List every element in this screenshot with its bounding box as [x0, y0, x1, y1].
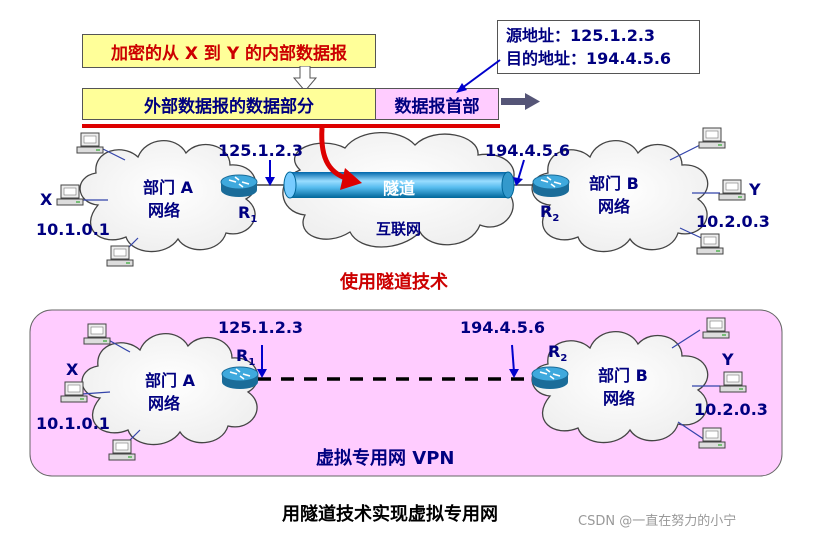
- inner-packet-label: 加密的从 X 到 Y 的内部数据报: [110, 43, 348, 64]
- vpn-dept-a-label-1: 部门 A: [145, 371, 195, 390]
- host-y-icon: [719, 371, 747, 393]
- vpn-ip-y-label: 10.2.0.3: [694, 400, 768, 419]
- vpn-router-r1-icon: [221, 366, 259, 390]
- vpn-host-y-label: Y: [722, 350, 734, 369]
- tunnel-label: 隧道: [383, 179, 416, 198]
- router-r2-icon: [532, 174, 570, 198]
- top-r2-label: R2: [540, 202, 560, 225]
- destination-address: 目的地址：194.4.5.6: [506, 49, 672, 68]
- vpn-ip-pointer-arrow-r2: [509, 344, 519, 378]
- tunnel-caption: 使用隧道技术: [340, 272, 448, 293]
- vpn-r2-label: R2: [548, 342, 568, 365]
- ip-pointer-arrow-r1: [265, 160, 275, 186]
- host-icon: [106, 245, 134, 267]
- vpn-ip-x-label: 10.1.0.1: [36, 414, 110, 433]
- inner-packet-box: 加密的从 X 到 Y 的内部数据报: [82, 34, 376, 68]
- host-icon: [698, 427, 726, 449]
- encapsulate-arrow-icon: [292, 66, 318, 92]
- forward-arrow-icon: [501, 93, 540, 110]
- vpn-ip-r2-label: 194.4.5.6: [460, 318, 546, 337]
- address-pointer-line: [457, 59, 501, 92]
- internet-label: 互联网: [376, 220, 422, 238]
- outer-header-box: 数据报首部: [375, 88, 499, 120]
- top-dept-a-label-1: 部门 A: [143, 178, 193, 197]
- host-y-icon: [718, 179, 746, 201]
- red-curved-arrow: [319, 127, 362, 190]
- outer-data-label: 外部数据报的数据部分: [144, 96, 314, 117]
- outer-header-label: 数据报首部: [394, 96, 480, 117]
- host-x-icon: [56, 184, 84, 206]
- host-icon: [76, 132, 104, 154]
- host-x-icon: [60, 381, 88, 403]
- top-host-x-label: X: [40, 190, 53, 209]
- top-ip-r1-label: 125.1.2.3: [218, 141, 304, 160]
- ip-pointer-arrow-r2: [513, 159, 525, 186]
- vpn-host-x-label: X: [66, 360, 79, 379]
- host-icon: [108, 439, 136, 461]
- outer-data-box: 外部数据报的数据部分: [82, 88, 376, 120]
- host-icon: [698, 127, 726, 149]
- top-ip-x-label: 10.1.0.1: [36, 220, 110, 239]
- vpn-r1-label: R1: [236, 346, 256, 369]
- host-icon: [696, 233, 724, 255]
- tunnel-tube: [283, 171, 515, 199]
- watermark: CSDN @一直在努力的小宁: [578, 514, 737, 529]
- top-host-y-label: Y: [749, 180, 761, 199]
- vpn-dept-b-label-2: 网络: [603, 389, 636, 408]
- top-ip-y-label: 10.2.0.3: [696, 212, 770, 231]
- vpn-router-r2-icon: [531, 366, 569, 390]
- vpn-ip-pointer-arrow-r1: [257, 345, 267, 378]
- vpn-dept-a-label-2: 网络: [148, 394, 181, 413]
- top-dept-a-label-2: 网络: [148, 201, 181, 220]
- vpn-caption: 虚拟专用网 VPN: [316, 448, 455, 469]
- vpn-ip-r1-label: 125.1.2.3: [218, 318, 304, 337]
- host-icon: [83, 323, 111, 345]
- vpn-dept-b-label-1: 部门 B: [598, 366, 648, 385]
- top-r1-label: R1: [238, 203, 258, 226]
- host-icon: [702, 317, 730, 339]
- router-r1-icon: [220, 174, 258, 198]
- figure-title: 用隧道技术实现虚拟专用网: [282, 504, 498, 525]
- source-address: 源地址：125.1.2.3: [506, 26, 656, 45]
- top-ip-r2-label: 194.4.5.6: [485, 141, 571, 160]
- address-pointer-arrowhead: [456, 83, 467, 93]
- top-dept-b-label-1: 部门 B: [589, 174, 639, 193]
- top-dept-b-label-2: 网络: [598, 197, 631, 216]
- address-box: 源地址：125.1.2.3 目的地址：194.4.5.6: [497, 20, 700, 74]
